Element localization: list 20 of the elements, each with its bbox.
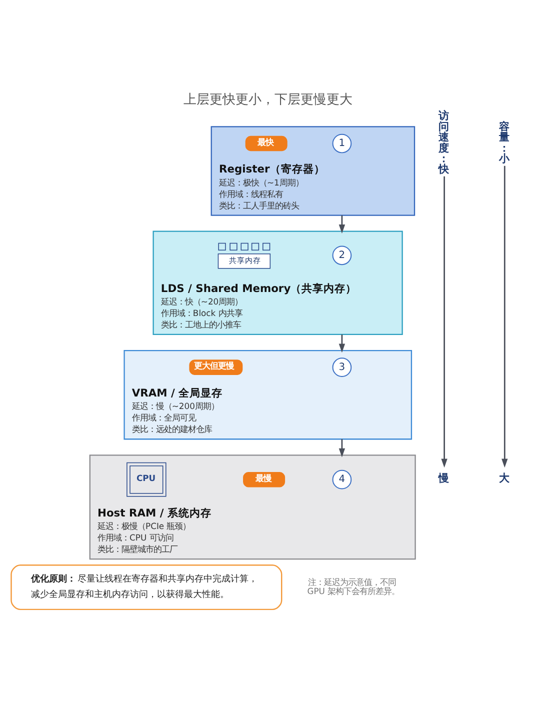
arrow [338, 334, 346, 353]
arrow [441, 176, 448, 468]
node-circle: 3 [332, 358, 352, 377]
node-text: 容量：小 [498, 120, 510, 166]
node-circle: 1 [332, 134, 352, 154]
node-box: 优化原则： 尽量让线程在寄存器和共享内存中完成计算，减少全局显存和主机内存访问，以获得最大性能。 [10, 564, 282, 610]
node-text: 大 [498, 472, 510, 485]
node-box: 最慢 [243, 472, 286, 488]
node-box: 更大但更慢 [189, 360, 243, 375]
label: 注：延迟为示意值，不同 GPU 架构下会有所差异。 [307, 576, 400, 596]
arrow [338, 439, 346, 458]
node-circle: 2 [332, 246, 352, 266]
diagram-title: 上层更快更小，下层更慢更大 [184, 92, 353, 108]
node-text: 访问速度：快 [438, 109, 450, 176]
node-box: CPU [126, 462, 166, 497]
node-text: 慢 [438, 472, 450, 485]
node-box: 最快 [245, 136, 288, 152]
arrow [338, 215, 346, 234]
node-circle: 4 [332, 470, 352, 490]
arrow [502, 166, 508, 468]
